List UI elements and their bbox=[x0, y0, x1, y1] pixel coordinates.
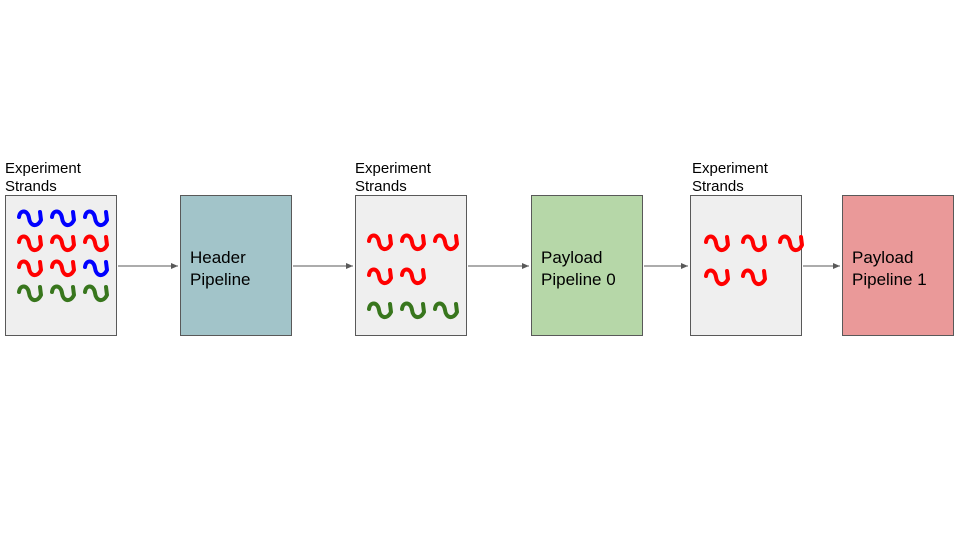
header-pipeline-box: Header Pipeline bbox=[180, 195, 292, 336]
strand-blue bbox=[83, 259, 109, 277]
strand-group-box-2 bbox=[690, 195, 804, 336]
strand-group-label-line2: Strands bbox=[692, 178, 744, 195]
strand-red bbox=[17, 234, 43, 252]
pipeline-label-line1: Header bbox=[190, 248, 246, 267]
header-pipeline-label: Header Pipeline bbox=[190, 247, 251, 291]
strand-green bbox=[400, 301, 426, 319]
strand-green bbox=[17, 284, 43, 302]
pipeline-label-line2: Pipeline 0 bbox=[541, 270, 616, 289]
strand-group-box-1 bbox=[355, 195, 467, 336]
strand-green bbox=[367, 301, 393, 319]
strand-red bbox=[433, 233, 459, 251]
strand-group-label-line1: Experiment bbox=[692, 160, 768, 177]
strand-red bbox=[17, 259, 43, 277]
strand-green bbox=[433, 301, 459, 319]
strand-red bbox=[50, 234, 76, 252]
payload-pipeline-0-box: Payload Pipeline 0 bbox=[531, 195, 643, 336]
strand-red bbox=[704, 234, 730, 252]
strand-green bbox=[50, 284, 76, 302]
strand-red bbox=[400, 267, 426, 285]
strand-group-label-line2: Strands bbox=[5, 178, 57, 195]
payload-pipeline-1-box: Payload Pipeline 1 bbox=[842, 195, 954, 336]
strand-group-label-line1: Experiment bbox=[355, 160, 431, 177]
strand-red bbox=[741, 268, 767, 286]
strand-red bbox=[400, 233, 426, 251]
strand-green bbox=[83, 284, 109, 302]
pipeline-label-line2: Pipeline bbox=[190, 270, 251, 289]
strand-red bbox=[367, 267, 393, 285]
strand-red bbox=[83, 234, 109, 252]
strand-red bbox=[50, 259, 76, 277]
strand-group-label-0: Experiment Strands bbox=[5, 160, 81, 196]
pipeline-label-line1: Payload bbox=[541, 248, 603, 267]
payload-pipeline-1-label: Payload Pipeline 1 bbox=[852, 247, 927, 291]
strand-group-label-1: Experiment Strands bbox=[355, 160, 431, 196]
strand-group-box-0 bbox=[5, 195, 117, 336]
strand-group-label-line1: Experiment bbox=[5, 160, 81, 177]
pipeline-label-line2: Pipeline 1 bbox=[852, 270, 927, 289]
strand-blue bbox=[83, 209, 109, 227]
strand-group-label-line2: Strands bbox=[355, 178, 407, 195]
strand-blue bbox=[17, 209, 43, 227]
payload-pipeline-0-label: Payload Pipeline 0 bbox=[541, 247, 616, 291]
strand-group-label-2: Experiment Strands bbox=[692, 160, 768, 196]
strand-red bbox=[778, 234, 804, 252]
pipeline-label-line1: Payload bbox=[852, 248, 914, 267]
strand-blue bbox=[50, 209, 76, 227]
strand-red bbox=[704, 268, 730, 286]
strand-red bbox=[367, 233, 393, 251]
strand-red bbox=[741, 234, 767, 252]
